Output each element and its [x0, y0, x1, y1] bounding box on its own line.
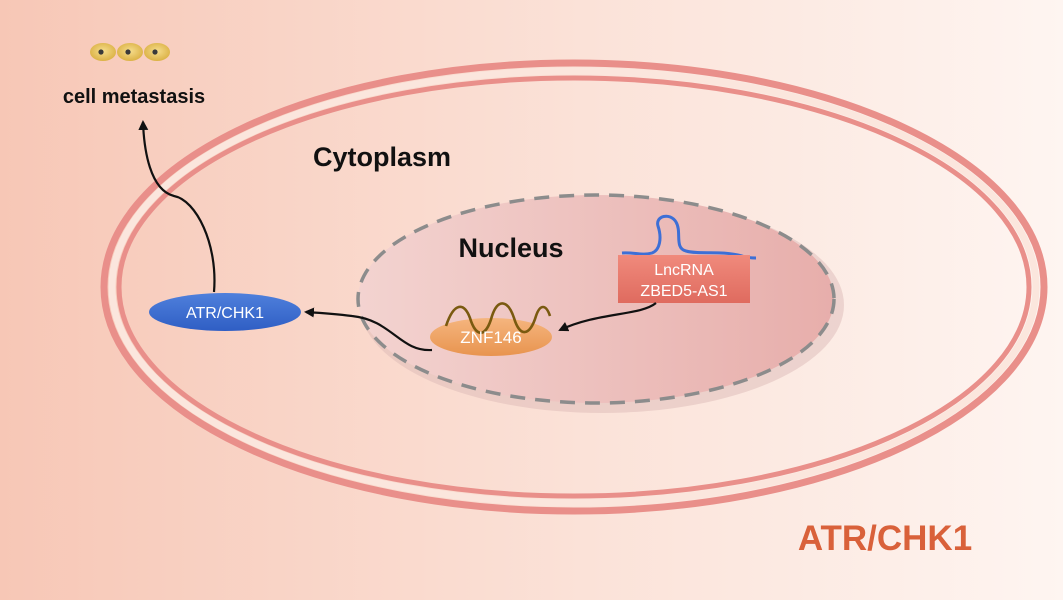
atr-chk1-label: ATR/CHK1 — [186, 305, 264, 322]
lncrna-gene: ZBED5-AS1 — [640, 283, 727, 300]
nucleus — [356, 193, 836, 405]
cell-cluster-icon — [90, 43, 170, 61]
znf146-node: ZNF146 — [430, 302, 552, 356]
arrow-znf146-to-atr — [304, 307, 433, 352]
cytoplasm-label: Cytoplasm — [313, 142, 451, 172]
lncrna-node: LncRNA ZBED5-AS1 — [618, 214, 757, 303]
dna-wave-icon — [444, 302, 552, 335]
znf146-label: ZNF146 — [460, 328, 521, 347]
arrow-lncrna-to-znf146 — [558, 302, 657, 332]
lncrna-box — [618, 255, 750, 303]
lncrna-name: LncRNA — [654, 262, 714, 279]
outcome-label: cell metastasis — [63, 86, 205, 108]
znf146-oval — [430, 318, 552, 356]
atr-chk1-node: ATR/CHK1 — [149, 293, 301, 331]
cell-membrane-gap — [108, 67, 1040, 507]
cell-membrane-outer — [100, 59, 1048, 515]
arrow-atr-to-metastasis — [138, 120, 216, 293]
corner-title: ATR/CHK1 — [798, 519, 972, 558]
cell-membrane-inner — [116, 75, 1032, 499]
nucleus-label: Nucleus — [458, 233, 563, 263]
atr-chk1-oval — [149, 293, 301, 331]
